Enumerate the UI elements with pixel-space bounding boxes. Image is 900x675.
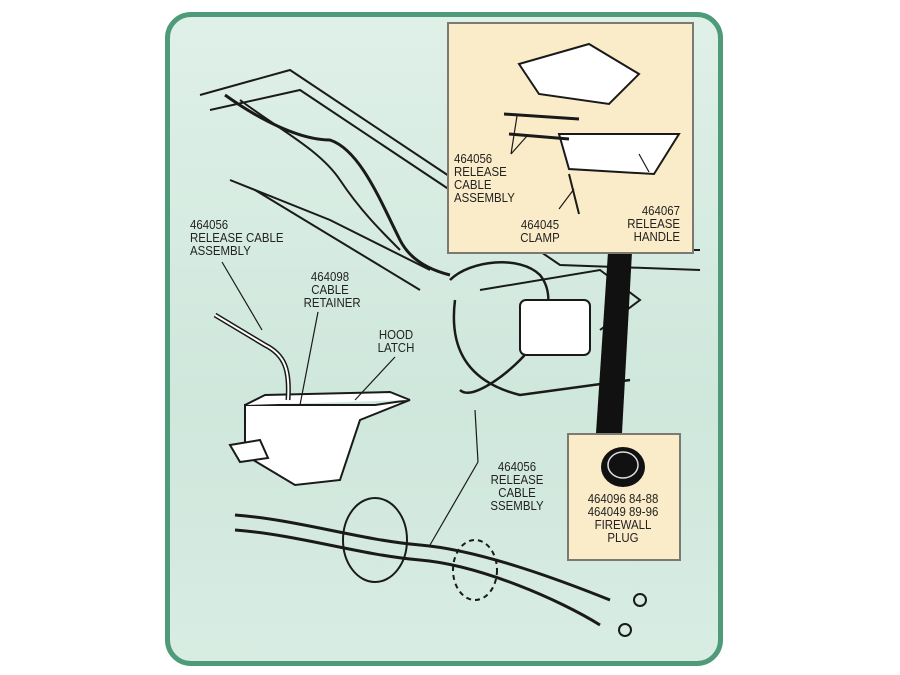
release-cable-left (213, 312, 291, 401)
firewall-plug-icon (601, 447, 645, 487)
firewall-plug-inset (567, 433, 681, 561)
release-handle-drawing (503, 42, 681, 215)
firewall-plug-dashed (452, 539, 498, 601)
pointer-beam (596, 252, 632, 433)
hood-latch (244, 399, 411, 487)
firewall-hole (342, 497, 408, 583)
engine-part (519, 299, 591, 356)
release-handle-inset (447, 22, 694, 254)
release-cable-bottom (234, 513, 611, 602)
